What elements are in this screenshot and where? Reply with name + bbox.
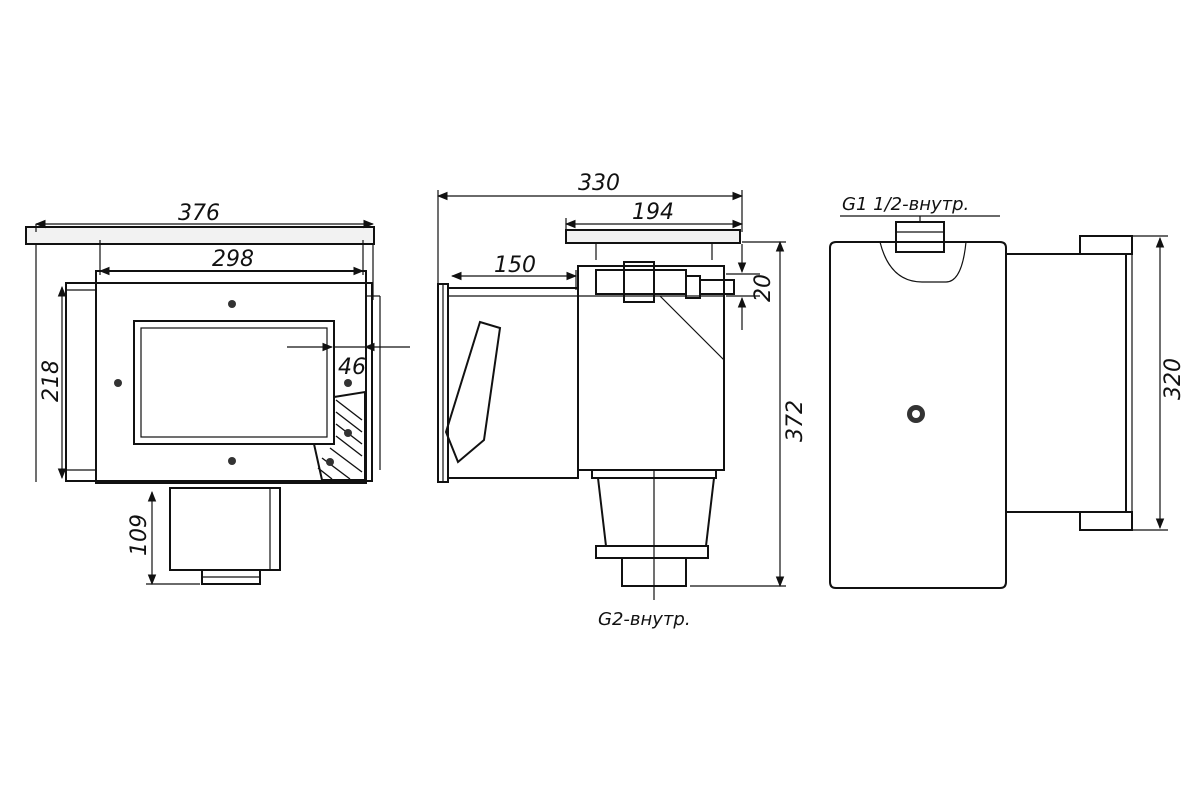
side-flap: [444, 320, 502, 464]
dim-218: 218: [39, 360, 64, 402]
side-lid: [565, 229, 741, 244]
callout-g1: G1 1/2-внутр.: [842, 194, 969, 215]
dim-330: 330: [578, 171, 620, 196]
dim-194: 194: [632, 200, 674, 225]
front-outlet: [169, 487, 281, 571]
front-opening: [133, 320, 335, 445]
dim-372: 372: [783, 400, 808, 442]
back-view: [829, 215, 1168, 589]
dim-109: 109: [127, 514, 152, 556]
dim-20: 20: [751, 274, 776, 302]
side-view: [436, 190, 786, 600]
dim-150: 150: [494, 253, 536, 278]
back-body: [829, 241, 1007, 589]
front-flap: [312, 390, 366, 481]
dim-376: 376: [178, 201, 220, 226]
front-view: [25, 219, 410, 586]
dim-46: 46: [338, 355, 366, 380]
callout-g2: G2-внутр.: [598, 609, 691, 630]
dim-320: 320: [1161, 358, 1186, 400]
front-flange: [25, 226, 375, 245]
dim-298: 298: [212, 247, 254, 272]
front-body: [65, 282, 373, 482]
side-basket: [596, 477, 716, 547]
